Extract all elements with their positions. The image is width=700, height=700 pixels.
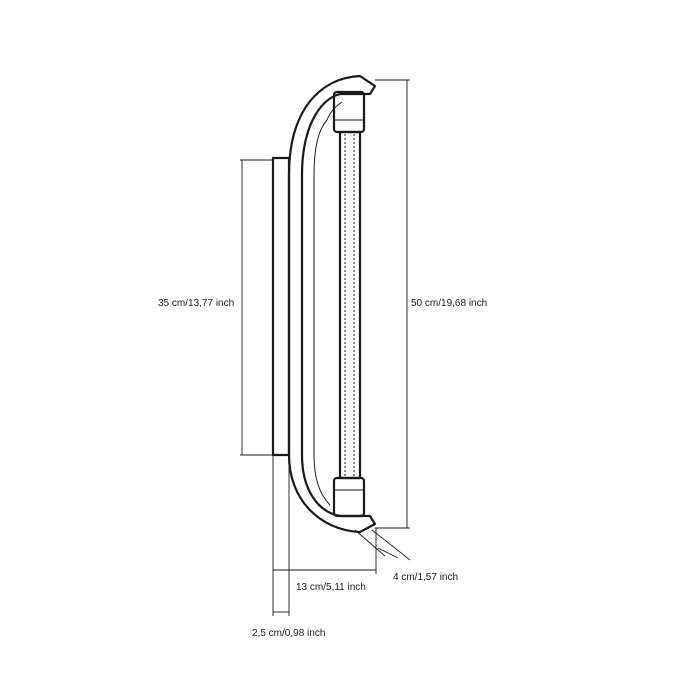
label-plate-height: 35 cm/13,77 inch <box>158 298 234 309</box>
label-total-height: 50 cm/19,68 inch <box>411 298 487 309</box>
dimension-plate-height: 35 cm/13,77 inch <box>158 159 272 456</box>
label-plate-thickness: 2,5 cm/0,98 inch <box>252 628 325 639</box>
dimension-plate-thickness: 2,5 cm/0,98 inch <box>252 456 325 639</box>
grip-bar <box>332 90 366 518</box>
dimension-total-depth: 13 cm/5,11 inch <box>272 456 377 616</box>
handle-frame <box>287 74 377 534</box>
mounting-plate <box>271 156 291 457</box>
dimension-bar-diameter: 4 cm/1,57 inch <box>354 529 458 583</box>
dimension-total-height: 50 cm/19,68 inch <box>375 79 487 529</box>
label-bar-diameter: 4 cm/1,57 inch <box>393 572 458 583</box>
label-total-depth: 13 cm/5,11 inch <box>296 582 366 593</box>
